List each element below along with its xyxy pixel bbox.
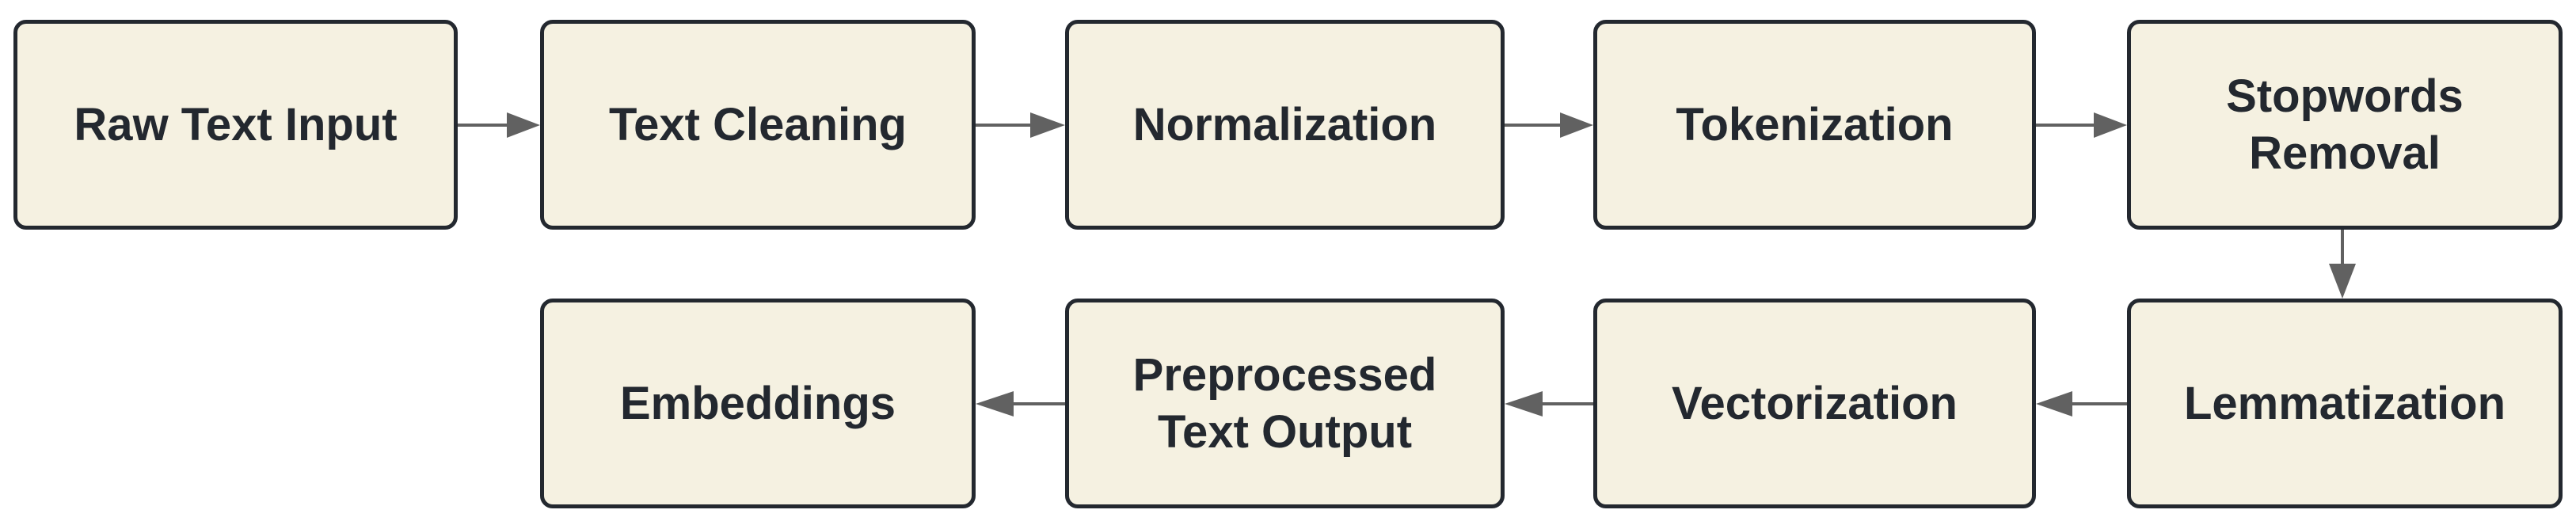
node-vectorization: Vectorization <box>1593 299 2036 508</box>
arrow-normalization-to-tokenization <box>1505 112 1593 138</box>
node-raw-text-input: Raw Text Input <box>13 20 458 230</box>
arrow-tokenization-to-stopwords-removal <box>2036 112 2127 138</box>
node-text-cleaning: Text Cleaning <box>540 20 976 230</box>
arrow-text-cleaning-to-normalization <box>976 112 1065 138</box>
node-preprocessed-text-output: Preprocessed Text Output <box>1065 299 1505 508</box>
arrow-vectorization-to-preprocessed-text-output <box>1505 391 1593 417</box>
node-normalization: Normalization <box>1065 20 1505 230</box>
node-stopwords-removal: Stopwords Removal <box>2127 20 2563 230</box>
arrow-lemmatization-to-vectorization <box>2036 391 2127 417</box>
arrow-preprocessed-text-output-to-embeddings <box>976 391 1065 417</box>
node-embeddings: Embeddings <box>540 299 976 508</box>
node-tokenization: Tokenization <box>1593 20 2036 230</box>
arrow-stopwords-removal-to-lemmatization <box>2329 230 2356 299</box>
arrow-raw-text-input-to-text-cleaning <box>458 112 540 138</box>
node-lemmatization: Lemmatization <box>2127 299 2563 508</box>
